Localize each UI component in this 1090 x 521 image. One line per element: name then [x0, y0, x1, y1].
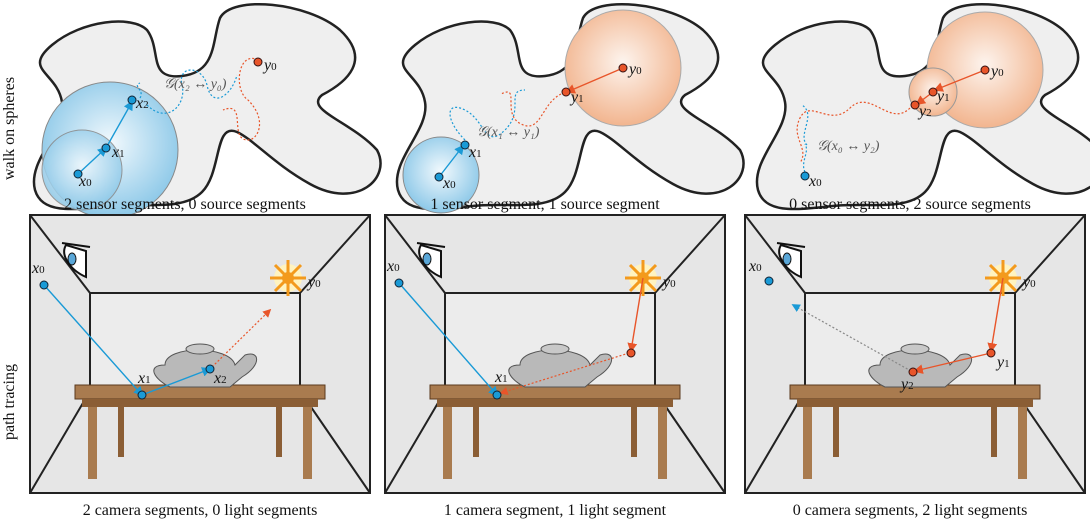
- svg-text:x0: x0: [808, 173, 822, 190]
- svg-text:x0: x0: [78, 173, 92, 190]
- svg-text:x0: x0: [748, 258, 762, 275]
- row-label-path-tracing: path tracing: [1, 364, 18, 440]
- svg-text:x2: x2: [213, 370, 227, 387]
- svg-text:y1: y1: [935, 88, 950, 105]
- caption-wos-1: 2 sensor segments, 0 source segments: [64, 196, 306, 213]
- svg-text:y0: y0: [661, 274, 676, 291]
- pt-panel-3: x0 y1 y2 y0: [744, 214, 1086, 494]
- pt-panel-2: x0 x1 y0: [384, 214, 726, 494]
- caption-pt-2: 1 camera segment, 1 light segment: [444, 502, 667, 519]
- svg-text:y1: y1: [569, 89, 584, 106]
- caption-wos-2: 1 sensor segment, 1 source segment: [430, 196, 660, 213]
- row-label-walk-on-spheres: walk on spheres: [1, 77, 18, 180]
- svg-text:x1: x1: [494, 369, 508, 386]
- svg-text:x0: x0: [386, 258, 400, 275]
- wos-panel-1: 𝒢(x₂ ↔ y₀) x0 x1 x2 y0: [32, 2, 382, 219]
- caption-pt-1: 2 camera segments, 0 light segments: [83, 502, 318, 519]
- connection-label: 𝒢(x₀ ↔ y₂): [817, 139, 880, 154]
- svg-text:x0: x0: [31, 260, 45, 277]
- svg-text:y0: y0: [989, 63, 1004, 80]
- wos-panel-3: 𝒢(x₀ ↔ y₂) x0 y1 y2 y0: [755, 2, 1090, 211]
- caption-pt-3: 0 camera segments, 2 light segments: [793, 502, 1028, 519]
- svg-text:x1: x1: [137, 370, 151, 387]
- wos-panel-2: 𝒢(x₁ ↔ y₁) x0 x1 y1 y0: [395, 2, 745, 214]
- svg-text:x1: x1: [468, 144, 482, 161]
- svg-text:x2: x2: [135, 95, 149, 112]
- svg-text:y0: y0: [306, 274, 321, 291]
- connection-label: 𝒢(x₂ ↔ y₀): [164, 77, 227, 92]
- svg-text:y1: y1: [995, 354, 1010, 371]
- svg-text:y0: y0: [627, 61, 642, 78]
- svg-text:y0: y0: [262, 57, 277, 74]
- connection-label: 𝒢(x₁ ↔ y₁): [477, 125, 540, 140]
- svg-text:x1: x1: [111, 144, 125, 161]
- pt-panel-1: x0 x1 x2 y0: [29, 214, 371, 494]
- svg-text:y2: y2: [917, 103, 932, 120]
- svg-text:y2: y2: [899, 376, 914, 393]
- svg-text:y0: y0: [1021, 274, 1036, 291]
- svg-text:x0: x0: [442, 175, 456, 192]
- light-icon: [268, 258, 308, 298]
- caption-wos-3: 0 sensor segments, 2 source segments: [789, 196, 1031, 213]
